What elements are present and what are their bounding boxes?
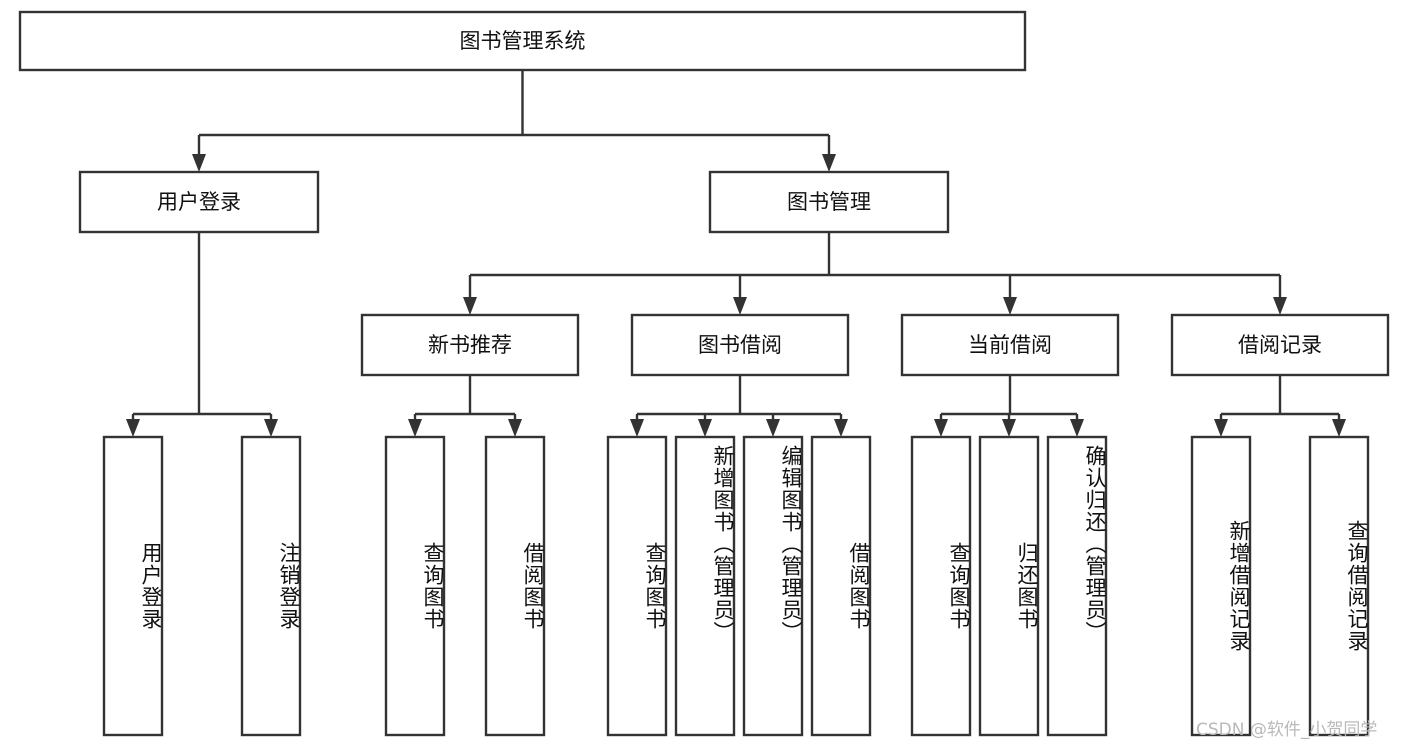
node-label-book-borrow: 图书借阅 <box>698 333 782 357</box>
arrow-head-book-borrow <box>733 297 747 315</box>
node-box-leaf-user-logout[interactable] <box>240 435 302 737</box>
arrow-head-leaf-edit-book <box>766 419 780 437</box>
node-box-borrow-record[interactable] <box>1170 313 1390 377</box>
node-box-leaf-borrow-book[interactable] <box>810 435 872 737</box>
node-box-leaf-query-book-current[interactable] <box>910 435 972 737</box>
node-label-borrow-record: 借阅记录 <box>1238 333 1322 357</box>
arrow-head-leaf-borrow-book-new <box>508 419 522 437</box>
node-box-current-borrow[interactable] <box>900 313 1120 377</box>
arrow-head-borrow-record <box>1273 297 1287 315</box>
node-box-leaf-query-record[interactable] <box>1308 435 1370 737</box>
node-box-book-manage[interactable] <box>708 170 950 234</box>
node-box-new-book-recommend[interactable] <box>360 313 580 377</box>
arrow-head-leaf-add-book <box>698 419 712 437</box>
csdn-watermark: CSDN @软件_小贺同学 <box>1196 720 1378 740</box>
arrow-head-leaf-add-record <box>1214 419 1228 437</box>
node-label-current-borrow: 当前借阅 <box>968 333 1052 357</box>
arrow-head-new-book-recommend <box>463 297 477 315</box>
node-box-leaf-edit-book[interactable] <box>742 435 804 737</box>
node-box-book-borrow[interactable] <box>630 313 850 377</box>
arrow-head-leaf-query-book-new <box>408 419 422 437</box>
node-box-leaf-query-book-new[interactable] <box>384 435 446 737</box>
node-box-root[interactable] <box>18 10 1027 72</box>
arrow-head-leaf-query-record <box>1332 419 1346 437</box>
node-box-leaf-user-login[interactable] <box>102 435 164 737</box>
node-box-leaf-add-record[interactable] <box>1190 435 1252 737</box>
connector-lines-group <box>126 70 1346 437</box>
node-label-root: 图书管理系统 <box>460 29 586 53</box>
node-label-user-login: 用户登录 <box>157 190 241 214</box>
node-box-leaf-confirm-return[interactable] <box>1046 435 1108 737</box>
arrow-head-book-manage <box>822 154 836 172</box>
arrow-head-leaf-confirm-return <box>1070 419 1084 437</box>
node-box-leaf-return-book[interactable] <box>978 435 1040 737</box>
arrow-head-user-login <box>192 154 206 172</box>
arrow-head-leaf-query-book-current <box>934 419 948 437</box>
node-label-book-manage: 图书管理 <box>787 190 871 214</box>
arrow-head-leaf-borrow-book <box>834 419 848 437</box>
arrow-head-leaf-query-book-borrow <box>630 419 644 437</box>
node-box-leaf-add-book[interactable] <box>674 435 736 737</box>
arrow-head-leaf-return-book <box>1002 419 1016 437</box>
node-box-user-login[interactable] <box>78 170 320 234</box>
arrow-head-leaf-user-login <box>126 419 140 437</box>
node-label-new-book-recommend: 新书推荐 <box>428 333 512 357</box>
arrow-head-leaf-user-logout <box>264 419 278 437</box>
node-box-leaf-borrow-book-new[interactable] <box>484 435 546 737</box>
arrow-head-current-borrow <box>1003 297 1017 315</box>
node-box-leaf-query-book-borrow[interactable] <box>606 435 668 737</box>
node-boxes-group <box>18 10 1390 737</box>
